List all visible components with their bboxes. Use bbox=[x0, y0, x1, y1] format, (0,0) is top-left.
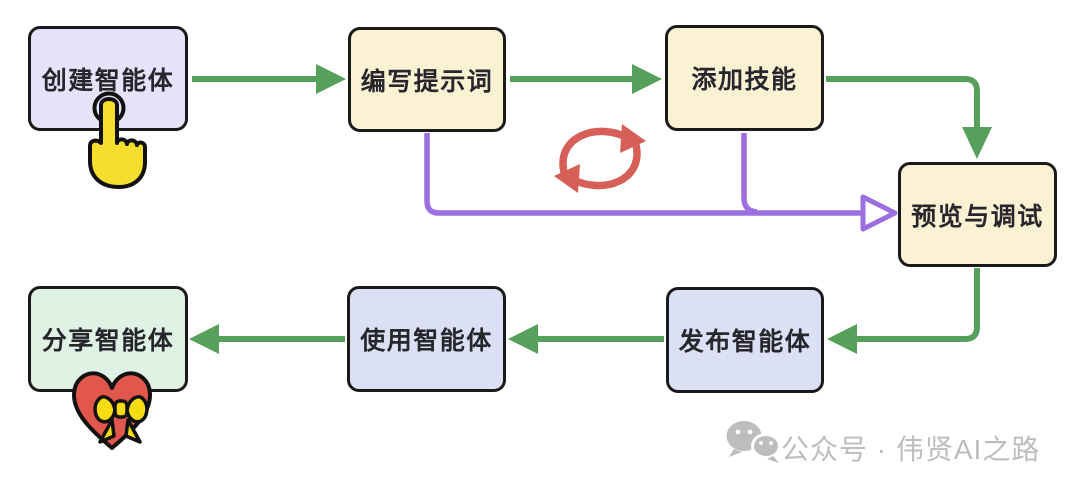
refresh-loop-icon bbox=[554, 124, 646, 193]
click-hand-icon bbox=[88, 91, 147, 189]
node-add-skills: 添加技能 bbox=[665, 25, 824, 131]
watermark-text: 公众号 · 伟贤AI之路 bbox=[781, 434, 1041, 465]
wechat-icon bbox=[726, 421, 781, 463]
arrow-prompt-skills-to-preview bbox=[424, 133, 898, 232]
node-preview-debug-label: 预览与调试 bbox=[911, 202, 1044, 231]
node-publish-agent: 发布智能体 bbox=[666, 287, 824, 393]
node-add-skills-label: 添加技能 bbox=[691, 66, 798, 94]
node-create-agent-label: 创建智能体 bbox=[41, 66, 175, 95]
node-use-agent-label: 使用智能体 bbox=[360, 327, 493, 355]
arrow-publish-to-use bbox=[508, 324, 664, 354]
arrow-use-to-share bbox=[189, 324, 345, 354]
node-publish-agent-label: 发布智能体 bbox=[678, 328, 812, 356]
arrow-create-to-prompt bbox=[192, 64, 346, 94]
node-share-agent: 分享智能体 bbox=[28, 286, 188, 392]
node-write-prompt-label: 编写提示词 bbox=[360, 67, 494, 96]
node-write-prompt: 编写提示词 bbox=[348, 27, 506, 132]
node-use-agent: 使用智能体 bbox=[347, 286, 506, 392]
heart-bow-icon bbox=[72, 371, 152, 450]
node-preview-debug: 预览与调试 bbox=[898, 162, 1057, 267]
arrow-skills-to-preview bbox=[826, 76, 992, 159]
arrow-preview-to-publish bbox=[827, 268, 980, 354]
arrow-prompt-to-skills bbox=[510, 64, 662, 94]
node-share-agent-label: 分享智能体 bbox=[41, 327, 175, 355]
